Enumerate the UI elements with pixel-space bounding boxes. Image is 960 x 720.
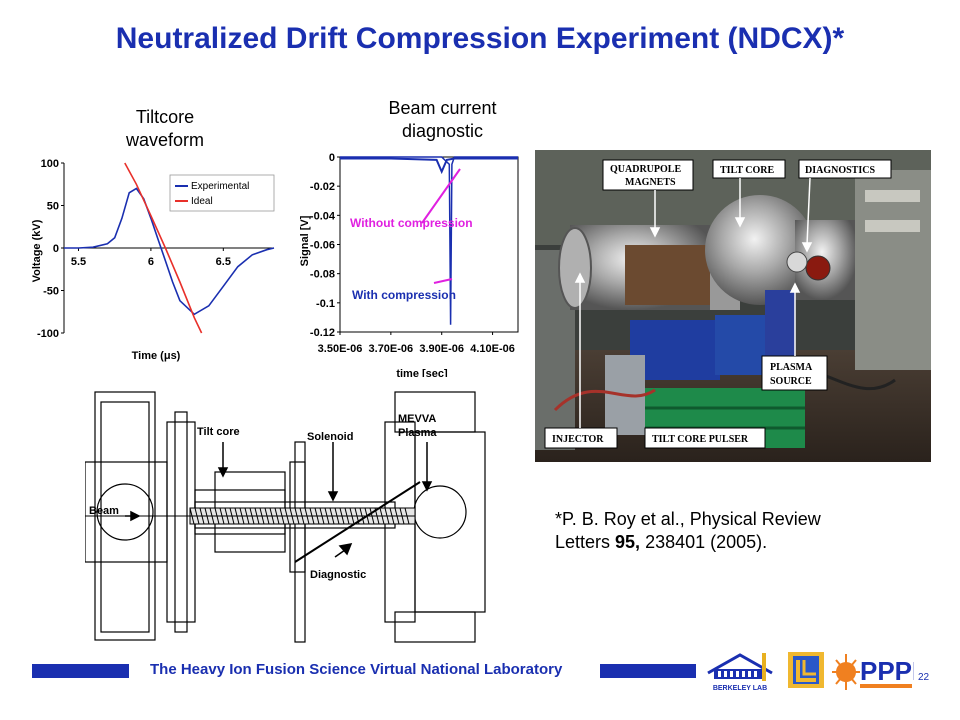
tiltcore-ytick-label: -100 [37,328,59,340]
beam-ytick-label: -0.08 [310,269,335,281]
beam-ylabel: Signal [V] [299,215,311,266]
beam-plot-frame [339,156,519,333]
label-quadrupole-magnets: QUADRUPOLE MAGNETS [602,159,694,191]
page-title: Neutralized Drift Compression Experiment… [115,22,845,55]
beam-ytick-label: -0.12 [310,327,335,339]
photo-arrows [574,177,813,428]
legend-ideal: Ideal [191,196,213,207]
tiltcore-legend: Experimental Ideal [169,174,275,212]
tiltcore-ytick-label: -50 [43,286,59,298]
beam-caption-line1: Beam current [388,98,497,118]
label-diagnostics-text: DIAGNOSTICS [805,165,875,176]
ndcx-apparatus-photo: QUADRUPOLE MAGNETS TILT CORE DIAGNOSTICS… [535,150,931,462]
berkeley-lab-logo: BERKELEY LAB [707,653,773,692]
pppl-logo: PPPL [832,654,914,690]
beam-ytick-label: 0 [329,152,335,164]
page-number: 22 [918,672,930,683]
llnl-logo [788,652,824,688]
tiltcore-ytick-label: 0 [53,243,59,255]
tiltcore-caption: Tiltcore waveform [105,106,225,152]
beam-ytick-label: -0.04 [310,210,336,222]
label-plasma-line2: SOURCE [770,376,812,387]
label-quadrupole-line2: MAGNETS [625,177,676,188]
footer-bar-left [32,664,129,678]
without-compression-arrow [421,168,461,224]
with-compression-arrow [433,278,453,284]
tiltcore-caption-line2: waveform [125,130,205,150]
diagram-label-beam: Beam [89,505,119,517]
beam-ytick-label: -0.1 [316,298,335,310]
footer-bar-right [600,664,696,678]
beam-ytick-label: -0.02 [310,181,335,193]
footer-text: The Heavy Ion Fusion Science Virtual Nat… [150,661,563,678]
tiltcore-xtick-label: 6.5 [216,256,231,268]
beam-xtick-label: 3.70E-06 [369,343,414,355]
tiltcore-caption-line1: Tiltcore [135,107,195,127]
reference-part1: *P. B. Roy et al., Physical Review Lette… [555,509,821,552]
diagram-arrows [125,442,433,558]
berkeley-logo-text: BERKELEY LAB [713,685,767,692]
beam-current-chart: 0 -0.02 -0.04 -0.06 -0.08 -0.1 -0.12 3.50E-06 3.… [299,152,519,377]
tiltcore-series-1 [124,162,203,334]
tiltcore-ytick-label: 50 [47,201,59,213]
label-injector: INJECTOR [544,427,618,449]
label-tilt-core-pulser: TILT CORE PULSER [644,427,766,449]
beam-caption-line2: diagnostic [401,121,484,141]
tiltcore-xtick-label: 6 [148,256,154,268]
beam-plot-area: 0 -0.02 -0.04 -0.06 -0.08 -0.1 -0.12 3.50E-06 3.… [310,152,519,355]
label-plasma-source: PLASMA SOURCE [761,355,828,391]
label-pulser-text: TILT CORE PULSER [652,434,749,445]
without-compression-label: Without compression [350,216,473,230]
beam-xtick-label: 3.90E-06 [419,343,464,355]
diagram-label-tilt-core: Tilt core [197,426,240,438]
label-quadrupole-line1: QUADRUPOLE [610,164,681,175]
beam-series-0 [340,157,518,175]
label-plasma-line1: PLASMA [770,362,813,373]
legend-experimental: Experimental [191,181,249,192]
label-diagnostics: DIAGNOSTICS [798,159,892,179]
label-tilt-core: TILT CORE [712,159,786,179]
pppl-logo-text: PPPL [860,656,914,686]
with-compression-label: With compression [352,288,456,302]
tiltcore-plot-area: 100 50 0 -50 -100 5.5 6 6.5 [37,158,275,340]
diagram-label-solenoid: Solenoid [307,431,353,443]
beam-ytick-label: -0.06 [310,240,335,252]
reference-volume: 95, [615,532,641,552]
diagram-label-mevva: MEVVA [398,413,436,425]
label-tilt-core-text: TILT CORE [720,165,775,176]
tiltcore-xtick-label: 5.5 [71,256,86,268]
beam-xlabel: time [sec] [396,368,448,377]
tiltcore-series-0 [64,187,275,316]
label-injector-text: INJECTOR [552,434,604,445]
ndcx-schematic-diagram: Tilt core Solenoid MEVVA Plasma Beam Dia… [85,391,486,643]
tiltcore-ytick-label: 100 [41,158,59,170]
beam-current-caption: Beam current diagnostic [370,97,515,143]
beam-xtick-label: 3.50E-06 [318,343,363,355]
tiltcore-waveform-chart: 100 50 0 -50 -100 5.5 6 6.5 Time (μs) Voltage (… [31,158,275,362]
reference-part2: 238401 (2005). [640,532,768,552]
beam-xtick-label: 4.10E-06 [470,343,515,355]
diagram-label-diagnostic: Diagnostic [310,569,366,581]
diagnostic-rod [294,481,421,563]
reference-citation: *P. B. Roy et al., Physical Review Lette… [555,508,855,554]
diagram-label-plasma: Plasma [398,427,437,439]
tiltcore-xlabel: Time (μs) [132,350,181,362]
tiltcore-ylabel: Voltage (kV) [31,219,43,282]
